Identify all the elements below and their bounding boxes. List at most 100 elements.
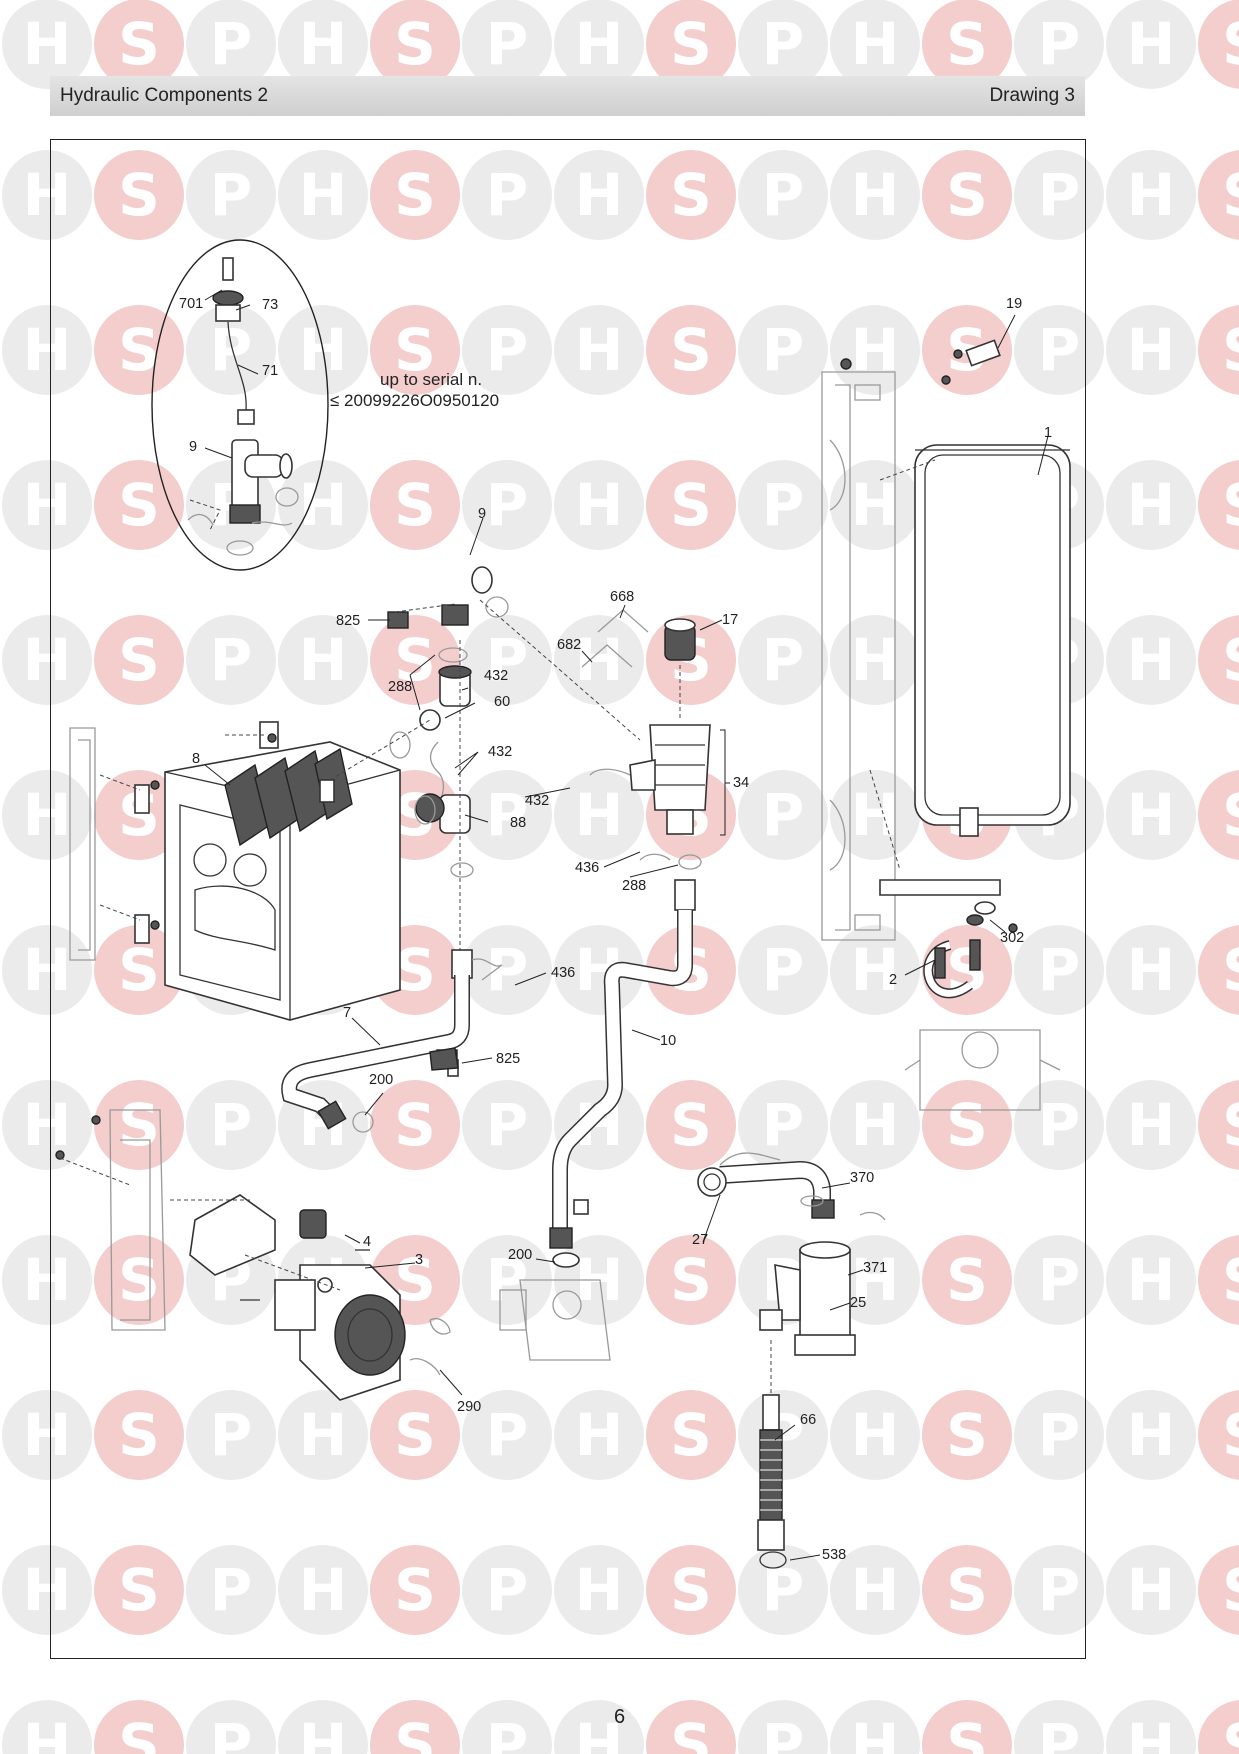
watermark-circle [462, 1545, 552, 1635]
watermark-letter: P [762, 316, 805, 384]
part-label: 1 [1044, 425, 1052, 441]
watermark-letter: H [23, 1711, 72, 1754]
watermark-letter: P [762, 471, 805, 539]
part-label: 371 [863, 1260, 887, 1276]
watermark-letter: P [762, 781, 805, 849]
watermark-circle [186, 150, 276, 240]
watermark-letter: H [299, 1711, 348, 1754]
watermark-circle [738, 925, 828, 1015]
part-label: 200 [369, 1072, 393, 1088]
watermark-letter: H [575, 316, 624, 384]
watermark-letter: P [1038, 1246, 1081, 1314]
watermark-letter: S [118, 1091, 160, 1159]
watermark-circle [646, 1080, 736, 1170]
watermark-circle [2, 1390, 92, 1480]
part-label: 71 [262, 363, 278, 379]
watermark-letter: S [670, 1246, 712, 1314]
watermark-letter: H [1127, 936, 1176, 1004]
watermark-letter: H [851, 1556, 900, 1624]
part-label: 7 [343, 1005, 351, 1021]
watermark-circle [1198, 1545, 1239, 1635]
watermark-letter: S [118, 1711, 160, 1754]
part-label: 2 [889, 972, 897, 988]
watermark-letter: S [1222, 161, 1239, 229]
flexible-hose [904, 939, 1061, 1111]
watermark-circle [1106, 1390, 1196, 1480]
watermark-circle [1198, 770, 1239, 860]
watermark-circle [278, 1390, 368, 1480]
watermark-letter: S [946, 1556, 988, 1624]
watermark-letter: S [394, 1091, 436, 1159]
watermark-letter: P [762, 1711, 805, 1754]
watermark-letter: H [23, 471, 72, 539]
watermark-circle [1198, 0, 1239, 89]
watermark-letter: P [1038, 1091, 1081, 1159]
part-label: 19 [1006, 296, 1022, 312]
watermark-letter: H [23, 1556, 72, 1624]
watermark-circle [2, 1235, 92, 1325]
part-label: 4 [363, 1234, 371, 1250]
part-label: 60 [494, 694, 510, 710]
watermark-circle [738, 305, 828, 395]
watermark-circle [1198, 305, 1239, 395]
watermark-circle [462, 460, 552, 550]
watermark-circle [2, 615, 92, 705]
part-label: 288 [388, 679, 412, 695]
watermark-circle [462, 1390, 552, 1480]
watermark-letter: S [118, 1556, 160, 1624]
serial-note-line2: ≤ 20099226O0950120 [330, 391, 499, 410]
flow-connectors [329, 550, 641, 970]
watermark-letter: P [1038, 1401, 1081, 1469]
watermark-letter: H [23, 1246, 72, 1314]
part-label: 27 [692, 1232, 708, 1248]
watermark-letter: S [118, 316, 160, 384]
watermark-circle [1106, 460, 1196, 550]
watermark-letter: S [946, 161, 988, 229]
watermark-circle [646, 1545, 736, 1635]
part-label: 3 [415, 1252, 423, 1268]
watermark-letter: H [575, 781, 624, 849]
watermark-letter: H [575, 1401, 624, 1469]
watermark-letter: P [1038, 1711, 1081, 1754]
watermark-letter: H [299, 161, 348, 229]
part-label: 8 [192, 751, 200, 767]
watermark-circle [830, 460, 920, 550]
watermark-letter: P [762, 936, 805, 1004]
watermark-letter: P [486, 1091, 529, 1159]
watermark-letter: P [210, 161, 253, 229]
watermark-letter: P [486, 1711, 529, 1754]
watermark-letter: H [1127, 1246, 1176, 1314]
watermark-letter: P [210, 626, 253, 694]
watermark-letter: S [670, 161, 712, 229]
watermark-letter: H [851, 161, 900, 229]
watermark-letter: S [1222, 471, 1239, 539]
watermark-circle [370, 1700, 460, 1754]
watermark-circle [462, 150, 552, 240]
part-label: 34 [733, 775, 749, 791]
watermark-letter: P [486, 781, 529, 849]
watermark-circle [554, 615, 644, 705]
watermark-letter: S [394, 161, 436, 229]
clip-825 [429, 1047, 459, 1071]
watermark-letter: P [1038, 161, 1081, 229]
watermark-circle [646, 1390, 736, 1480]
watermark-letter: S [670, 10, 712, 78]
watermark-circle [186, 1390, 276, 1480]
watermark-circle [1014, 1235, 1104, 1325]
watermark-letter: H [23, 316, 72, 384]
watermark-letter: P [210, 1401, 253, 1469]
watermark-circle [738, 460, 828, 550]
watermark-circle [646, 1235, 736, 1325]
watermark-letter: P [486, 316, 529, 384]
part-label: 682 [557, 637, 581, 653]
watermark-letter: S [394, 1711, 436, 1754]
part-label: 436 [551, 965, 575, 981]
watermark-circle [370, 460, 460, 550]
watermark-letter: H [1127, 781, 1176, 849]
watermark-circle [1014, 925, 1104, 1015]
watermark-circle [830, 925, 920, 1015]
diagram-frame [50, 139, 1086, 1659]
watermark-circle [1106, 615, 1196, 705]
watermark-letter: P [210, 316, 253, 384]
